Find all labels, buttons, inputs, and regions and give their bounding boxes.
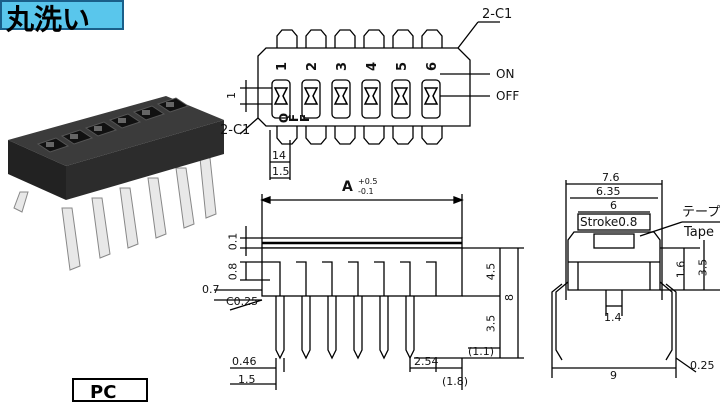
dim-6-35: 6.35 [596, 185, 621, 198]
dim-0-25: 0.25 [690, 359, 715, 372]
dim-15-top: 1.5 [272, 165, 290, 178]
dim-7-6: 7.6 [602, 171, 620, 184]
dim-c025: C0.25 [226, 295, 259, 308]
tolerance-lower: -0.1 [358, 187, 374, 196]
dim-6: 6 [610, 199, 617, 212]
tape-jp-label: テープ [682, 205, 721, 220]
tolerance-upper: +0.5 [358, 177, 378, 186]
dim-1-6: 1.6 [674, 260, 688, 279]
dim-1-8: (1.8) [442, 375, 469, 388]
dim-2-54: 2.54 [414, 355, 439, 368]
pc-label-text: PC [90, 382, 117, 403]
top-chamfer-label: 2-C1 [482, 7, 513, 22]
front-view-drawing [214, 194, 524, 390]
dim-1-5-bottom: 1.5 [238, 373, 256, 386]
dim-1-1: (1.1) [468, 345, 495, 358]
product-photo [8, 96, 224, 271]
top-view-drawing [239, 21, 500, 180]
dim-0-46: 0.46 [232, 355, 257, 368]
dim-3-5-side: 3.5 [696, 258, 710, 277]
stroke-label: Stroke0.8 [580, 215, 638, 229]
pc-label-box: PC [72, 378, 148, 403]
washable-badge-text: 丸洗い [6, 3, 91, 36]
left-chamfer-label: 2-C1 [220, 123, 251, 138]
dim-14: 14 [272, 149, 286, 162]
length-label: A [342, 179, 353, 195]
dim-9: 9 [610, 369, 617, 382]
off-label: OFF [496, 89, 520, 103]
side-view-drawing [551, 180, 720, 378]
dim-1-4: 1.4 [604, 311, 622, 324]
on-label: ON [496, 67, 515, 81]
dim-0-7: 0.7 [202, 283, 220, 296]
tape-en-label: Tape [684, 225, 715, 240]
washable-badge: 丸洗い [0, 0, 124, 36]
